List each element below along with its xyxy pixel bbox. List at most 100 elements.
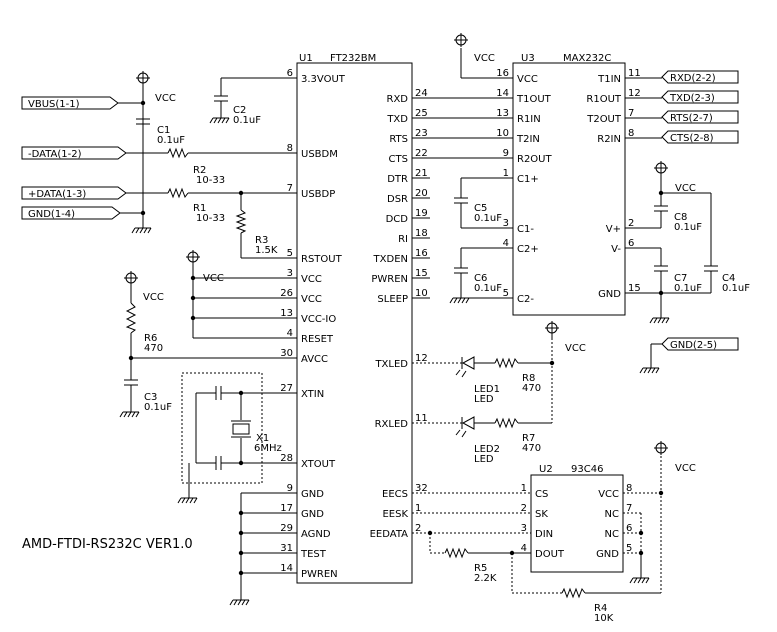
c6-ref: C6 [474,273,487,284]
c7-value: 0.1uF [674,283,702,294]
u2-pin-num: 3 [521,523,527,534]
u1-pin-num: 5 [287,248,293,259]
u1-pin-num: 4 [287,328,293,339]
u1-u3-wiring [412,48,718,368]
vcc-label-5: VCC [675,183,696,194]
svg-text:RXD(2-2): RXD(2-2) [670,73,716,84]
u1-pin-name: TXLED [374,359,408,370]
u3-pin-name: V+ [606,224,621,235]
c5-ref: C5 [474,203,487,214]
u1-pin-num: 30 [280,348,293,359]
u1-left-pins: 63.3VOUT8USBDM7USBDP5RSTOUT3VCC26VCC13VC… [280,68,345,580]
u3-pin-name: C2- [517,294,534,305]
u1-pin-name: SLEEP [377,294,408,305]
ground-symbol [119,411,140,418]
u1-pin-num: 13 [280,308,293,319]
u3-pin-num: 6 [628,238,634,249]
u1-pin-name: VCC [301,294,322,305]
c2-ref: C2 [233,105,246,116]
u1-pin-name: EECS [382,489,408,500]
vcc-label-4: VCC [474,53,495,64]
connector-rts: RTS(2-7) [661,110,739,124]
u2-pin-1: 1CS [521,483,549,500]
u3-pin-name: C2+ [517,244,539,255]
u1-pin-name: GND [301,509,324,520]
u1-pin-num: 16 [415,248,428,259]
u1-pin-name: RI [398,234,408,245]
r8-value: 470 [522,383,541,394]
u1-pin-num: 7 [287,183,293,194]
vcc-symbol [136,71,150,85]
r7-resistor [494,417,519,429]
u3-pin-num: 13 [496,108,509,119]
u1-pin-name: VCC [301,274,322,285]
u3-pin-num: 8 [628,128,634,139]
u1-pin-name: DCD [386,214,409,225]
u3-pin-name: V- [611,244,621,255]
u3-pin-num: 15 [628,283,641,294]
u2-pin-name: NC [605,529,619,540]
connector-cts: CTS(2-8) [661,130,739,144]
u3-pin-name: R1OUT [586,94,622,105]
c8-ref: C8 [674,212,687,223]
r6-ref: R6 [144,333,157,344]
c4-value: 0.1uF [722,283,750,294]
u3-part: MAX232C [563,53,611,64]
led2-ref: LED2 [474,444,500,455]
u1-pin-name: XTOUT [301,459,336,470]
r6-resistor [125,302,137,334]
svg-text:CTS(2-8): CTS(2-8) [670,133,714,144]
u3-pin-num: 3 [503,218,509,229]
u3-body [512,62,626,316]
u3-pin-1: 1C1+ [503,168,539,185]
vcc-symbol [545,321,559,335]
r2-value: 10-33 [196,175,225,186]
u1-pin-name: RXLED [375,419,409,430]
u1-pin-num: 1 [415,503,421,514]
u3-pin-name: T2IN [516,134,540,145]
connector-vbus: VBUS(1-1) [21,96,119,110]
u2-pin-name: VCC [598,489,619,500]
ground-symbol [629,577,650,584]
u1-pin-name: DTR [387,174,408,185]
connector-data-minus: -DATA(1-2) [21,146,127,160]
vcc-label-1: VCC [155,93,176,104]
led2-value: LED [474,454,494,465]
u1-pin-name: EESK [382,509,408,520]
u1-pin-name: TXDEN [373,254,408,265]
u1-pin-num: 27 [280,383,293,394]
svg-text:GND(1-4): GND(1-4) [28,209,75,220]
r3-resistor [235,209,247,234]
c3-ref: C3 [144,392,157,403]
u1-pin-num: 2 [415,523,421,534]
u3-pin-name: GND [598,289,621,300]
r1-resistor [167,187,189,199]
u1-pin-num: 22 [415,148,428,159]
u3-pin-name: C1- [517,224,534,235]
svg-text:-DATA(1-2): -DATA(1-2) [28,149,82,160]
u1-pin-num: 12 [415,353,428,364]
u3-pin-num: 4 [503,238,509,249]
connector-gnd2: GND(2-5) [661,337,739,351]
u2-pin-name: DOUT [535,549,565,560]
